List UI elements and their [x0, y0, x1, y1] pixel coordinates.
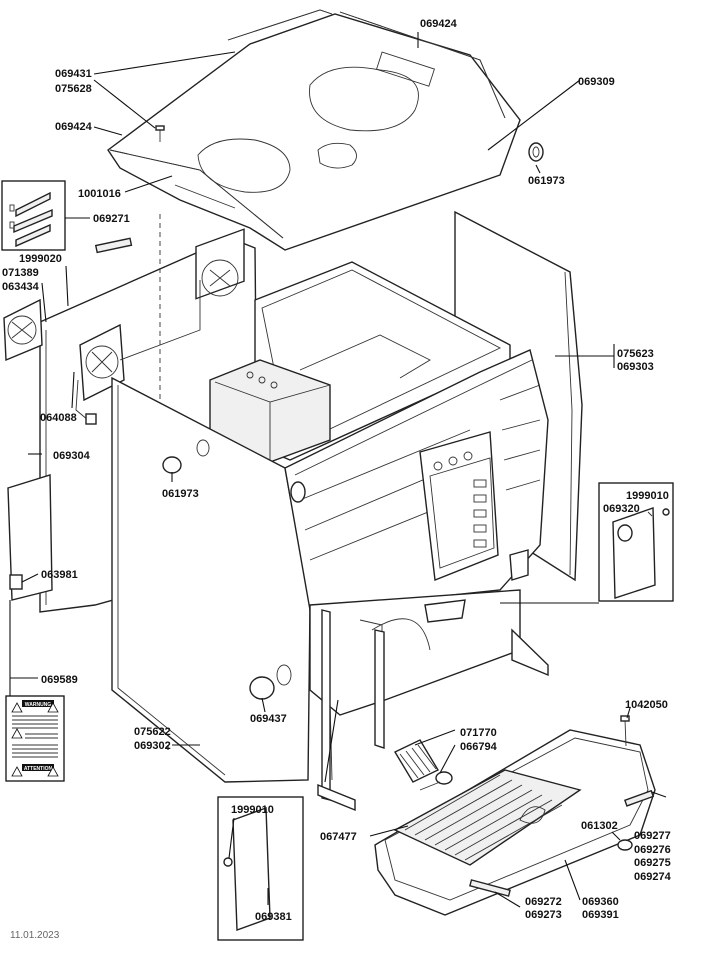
label-fan-b: 063434 [2, 281, 40, 293]
label-filter-a: 071770 [460, 727, 497, 739]
label-tray-a: 069277 [634, 830, 671, 842]
sticker-inset [1, 180, 90, 251]
label-grid: 067477 [320, 831, 357, 843]
label-rail-left: 069424 [55, 121, 93, 133]
attention-title: ATTENTION [24, 766, 53, 772]
label-screw-b: 075628 [55, 83, 92, 95]
part-labels: 069424 069431 075628 069424 069309 06197… [2, 18, 672, 941]
label-foot: 061302 [581, 820, 618, 832]
label-tray-main-b: 069391 [582, 909, 619, 921]
label-cable: 064088 [40, 412, 77, 424]
label-tray-label-a: 069272 [525, 896, 562, 908]
drawing-date: 11.01.2023 [10, 930, 60, 941]
label-plug-side: 061973 [162, 488, 199, 500]
drip-tray [374, 715, 656, 916]
label-bolt: 1001016 [78, 188, 121, 200]
warning-title: WARNUNG [25, 702, 51, 708]
label-plug-top: 061973 [528, 175, 565, 187]
label-side-panel-l: 069304 [53, 450, 91, 462]
sticker-part [94, 237, 133, 254]
top-lid [107, 9, 544, 251]
label-door-small: 069320 [603, 503, 640, 515]
label-front-panel-b: 069302 [134, 740, 171, 752]
machine-frame [3, 210, 583, 812]
label-tray-b: 069276 [634, 844, 671, 856]
label-cover-plate: 069381 [255, 911, 292, 923]
cover-plate-inset [217, 796, 304, 941]
label-screw-fan: 1999020 [19, 253, 62, 265]
label-warning: 069589 [41, 674, 78, 686]
label-tray-main-a: 069360 [582, 896, 619, 908]
label-side-panel-r-a: 075623 [617, 348, 654, 360]
label-screw-a: 069431 [55, 68, 92, 80]
label-filter-b: 066794 [460, 741, 498, 753]
label-plug-front: 069437 [250, 713, 287, 725]
filter-cartridge [394, 739, 453, 791]
label-fan-a: 071389 [2, 267, 39, 279]
label-screw-tray: 1042050 [625, 699, 668, 711]
leader-lines [9, 32, 667, 908]
warning-label-card: WARNUNG ATTENTION [5, 695, 65, 782]
label-screw-door: 1999010 [626, 490, 669, 502]
label-side-panel-r-b: 069303 [617, 361, 654, 373]
label-tray-d: 069274 [634, 871, 672, 883]
label-tray-label-b: 069273 [525, 909, 562, 921]
label-sticker: 069271 [93, 213, 130, 225]
label-front-panel-a: 075622 [134, 726, 171, 738]
label-lid: 069309 [578, 76, 615, 88]
label-tray-c: 069275 [634, 857, 671, 869]
label-screw-cover: 1999010 [231, 804, 274, 816]
label-top-rail: 069424 [420, 18, 458, 30]
screw [155, 125, 165, 142]
label-clip: 063981 [41, 569, 78, 581]
door-inset [500, 482, 674, 604]
